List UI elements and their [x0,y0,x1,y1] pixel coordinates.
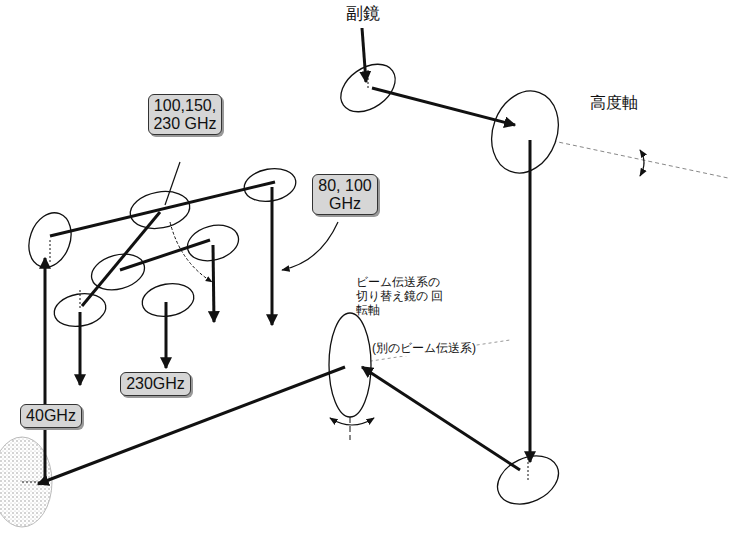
leader-line [282,222,338,270]
axis-name: 高度軸 [590,94,638,112]
frequency-callout: 40GHz [20,404,82,428]
note: (別のビーム伝送系) [372,342,476,356]
mirror-normal [22,70,528,482]
leader-line [165,162,180,205]
beam-path [38,28,530,484]
callout-text: 40GHz [25,407,77,425]
callout-text: 100,150, 230 GHz [153,97,217,132]
other-beam-path [358,340,510,363]
part-name: 副鏡 [346,4,380,24]
frequency-callout: 100,150, 230 GHz [148,94,222,135]
callout-text: 230GHz [125,375,186,393]
leader-line [170,222,212,282]
frequency-callout: 80, 100 GHz [312,174,378,215]
mirrors [22,54,570,513]
rotation-arrow [640,150,644,176]
callout-text: 80, 100 GHz [317,177,373,212]
rotation-arrow [330,418,374,425]
axis-note: ビーム伝送系の 切り替え鏡の 回転軸 [356,276,452,317]
frequency-callout: 230GHz [120,372,191,396]
